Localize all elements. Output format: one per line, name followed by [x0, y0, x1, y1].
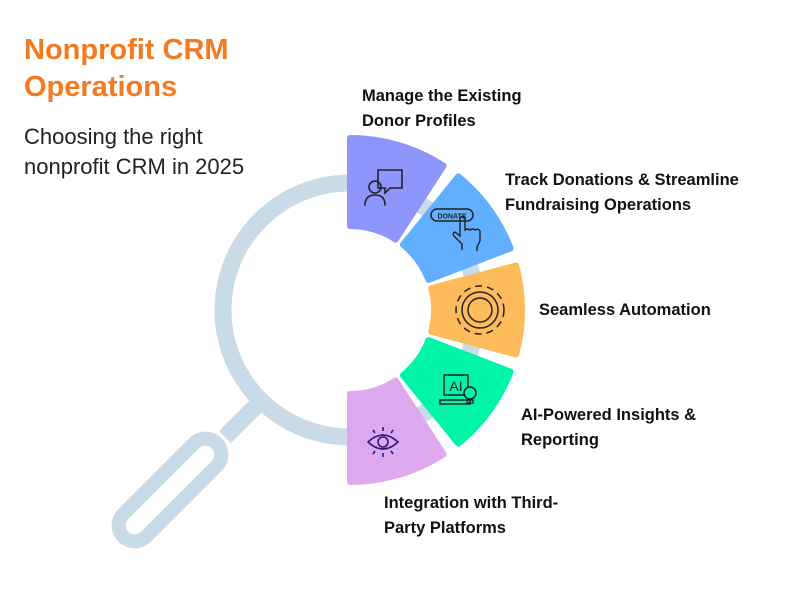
segment-label-donor-profiles: Manage the Existing Donor Profiles	[362, 87, 522, 130]
segment-label-ai-insights: AI-Powered Insights & Reporting	[521, 406, 697, 449]
segment-label-track-donations: Track Donations & Streamline Fundraising…	[505, 171, 739, 214]
page-subtitle: Choosing the right nonprofit CRM in 2025	[24, 124, 245, 179]
eye-icon	[366, 427, 400, 457]
segment-3	[428, 262, 525, 358]
segment-label-integration: Integration with Third-Party Platforms	[384, 494, 559, 537]
user-speech-bubble-icon	[364, 169, 403, 206]
donate-button-hand-icon: DONATE	[430, 208, 481, 251]
ai-laptop-lightbulb-icon: AI	[439, 374, 477, 405]
segment-2	[399, 173, 514, 283]
gear-icon	[455, 285, 505, 335]
page-title: Nonprofit CRM Operations	[24, 34, 229, 103]
svg-text:DONATE: DONATE	[437, 214, 466, 221]
segment-label-automation: Seamless Automation	[539, 301, 711, 319]
segment-5	[347, 377, 447, 485]
segment-4	[399, 337, 514, 447]
svg-text:AI: AI	[449, 378, 462, 394]
